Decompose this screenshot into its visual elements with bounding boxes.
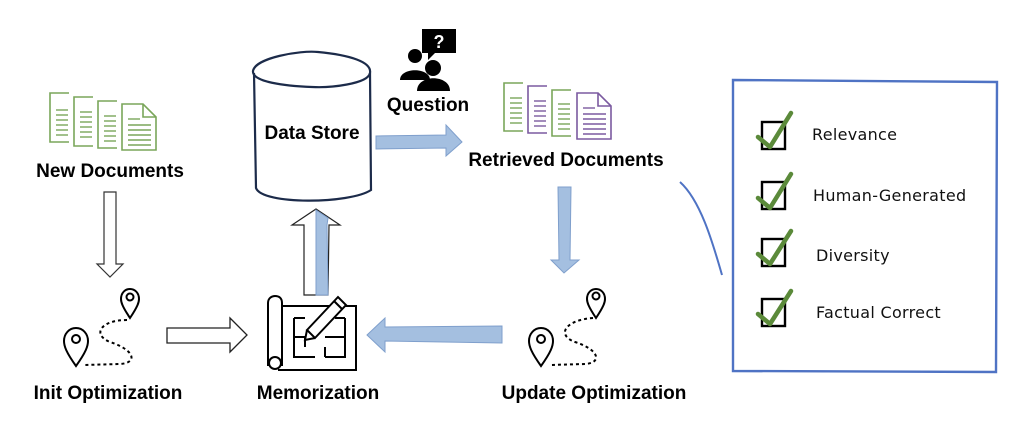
data-store-label: Data Store xyxy=(264,123,359,144)
data-store-cylinder xyxy=(251,50,373,202)
criteria-item-human-generated: Human-Generated xyxy=(755,171,966,211)
arrow-init-to-memorization xyxy=(166,316,248,354)
question-people-icon: ? xyxy=(400,29,456,91)
arrow-memorization-to-datastore xyxy=(290,208,342,296)
criteria-label: Human-Generated xyxy=(813,186,966,205)
arrow-update-to-memorization xyxy=(366,316,503,354)
checkmark-icon xyxy=(755,110,794,150)
update-route-icon xyxy=(527,287,607,368)
criteria-label: Factual Correct xyxy=(816,303,941,322)
criteria-item-relevance: Relevance xyxy=(755,110,897,151)
memorization-blueprint-icon xyxy=(267,294,357,371)
new-documents-icon xyxy=(49,92,157,151)
init-route-icon xyxy=(62,287,141,368)
arrow-datastore-to-retrieved xyxy=(375,123,463,158)
criteria-box xyxy=(731,78,999,374)
checkbox-icon xyxy=(760,297,787,328)
retrieved-documents-label: Retrieved Documents xyxy=(468,150,663,171)
criteria-label: Relevance xyxy=(812,125,897,144)
retrieved-documents-icon xyxy=(503,82,612,140)
memorization-label: Memorization xyxy=(257,383,379,404)
new-documents-label: New Documents xyxy=(36,161,184,182)
checkmark-icon xyxy=(755,228,794,267)
checkbox-icon xyxy=(760,180,787,211)
checkmark-icon xyxy=(755,288,794,327)
criteria-item-factual-correct: Factual Correct xyxy=(755,288,941,328)
criteria-item-diversity: Diversity xyxy=(755,228,890,268)
arrow-new-to-init xyxy=(95,191,125,278)
criteria-list: Relevance Human-Generated Diversity Fact… xyxy=(755,110,966,328)
svg-text:?: ? xyxy=(434,32,445,52)
connector-to-criteria xyxy=(679,181,723,276)
question-label: Question xyxy=(387,95,469,116)
checkbox-icon xyxy=(760,237,787,268)
update-optimization-label: Update Optimization xyxy=(502,383,687,404)
init-optimization-label: Init Optimization xyxy=(34,383,183,404)
checkbox-icon xyxy=(760,120,787,151)
arrow-retrieved-to-update xyxy=(549,186,581,274)
checkmark-icon xyxy=(755,171,794,211)
criteria-label: Diversity xyxy=(816,246,890,265)
